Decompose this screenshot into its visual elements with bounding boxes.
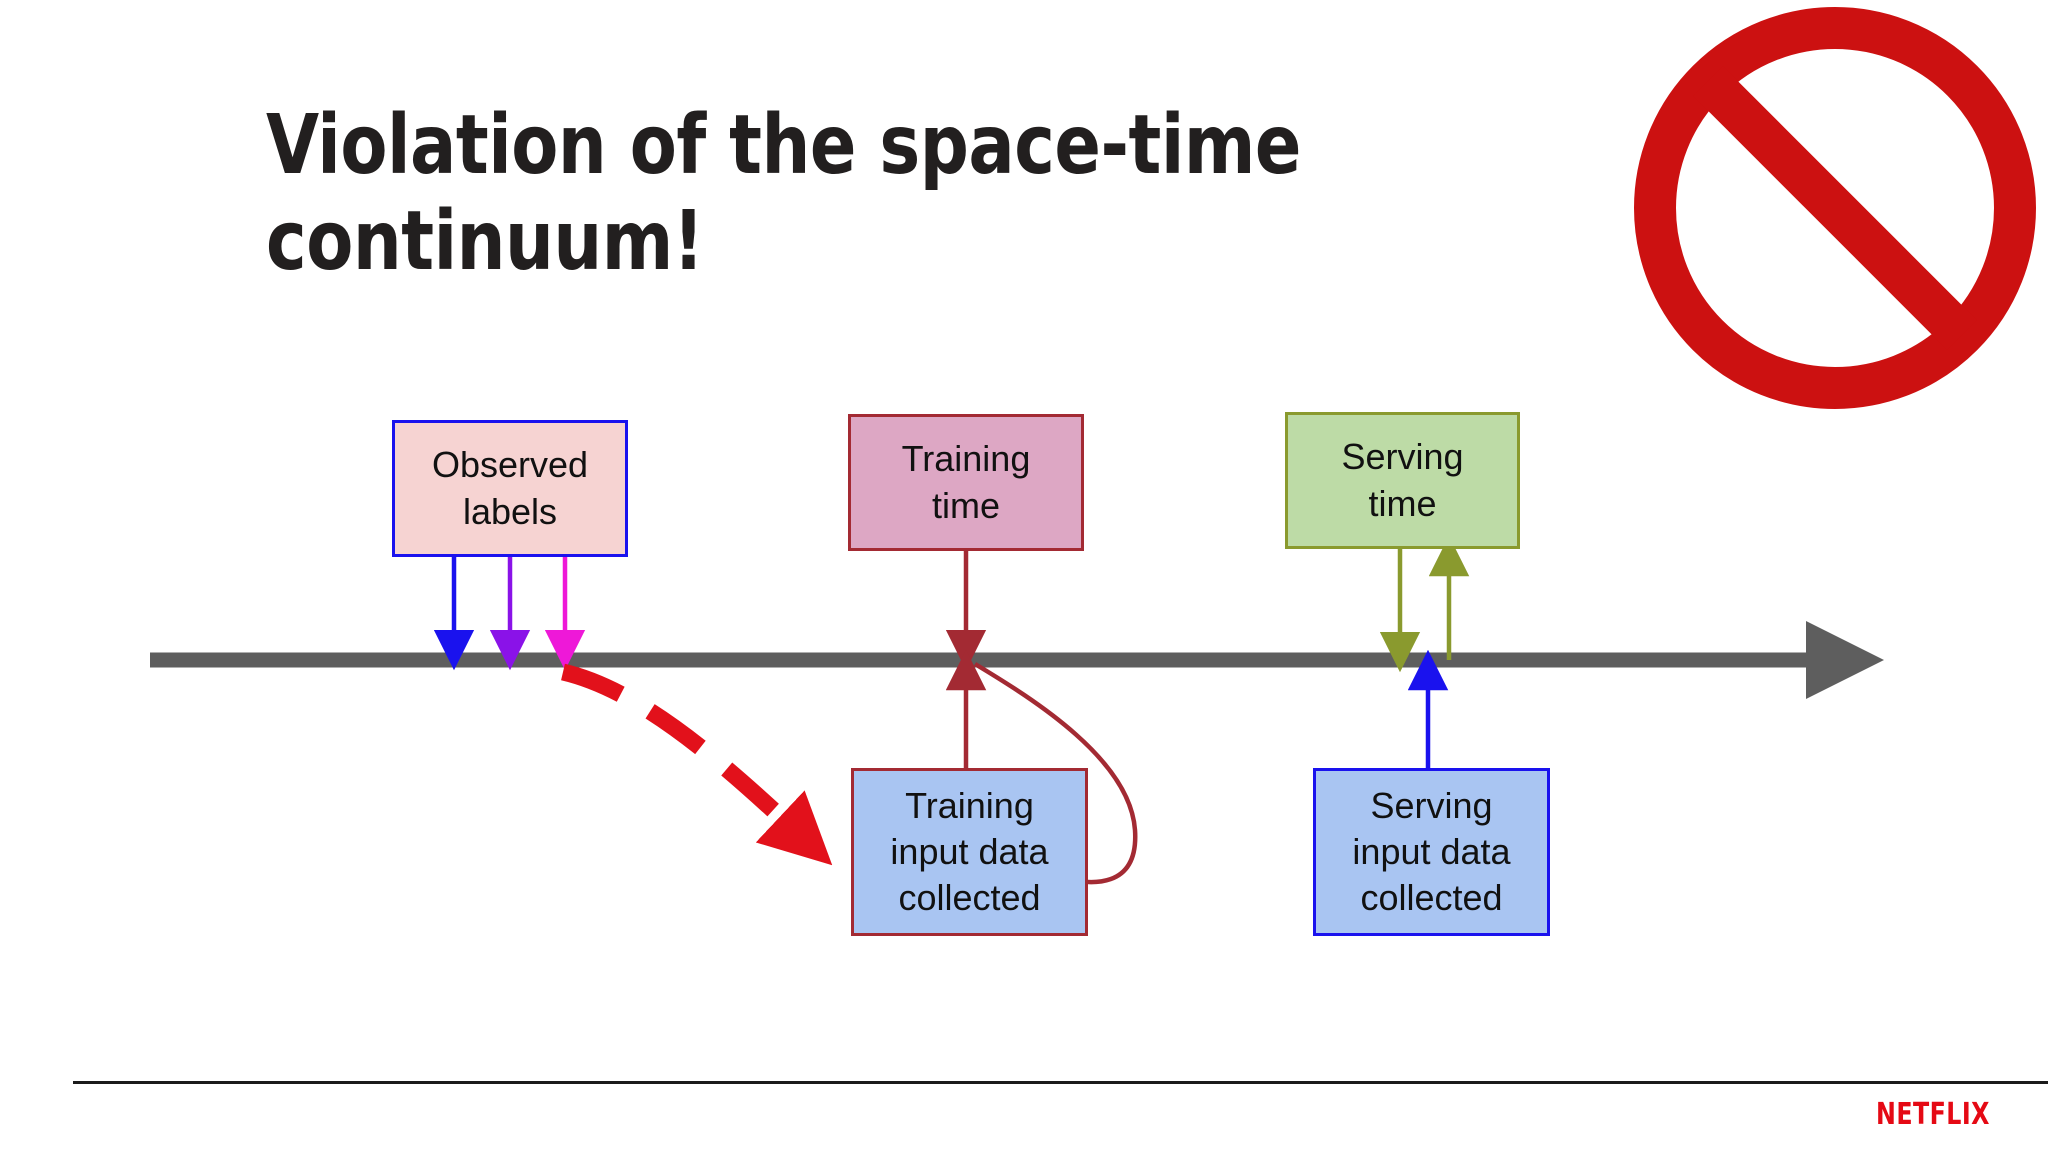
footer-divider [73, 1081, 2048, 1084]
node-serving-time[interactable]: Serving time [1285, 412, 1520, 549]
prohibition-sign-icon [1633, 6, 2037, 410]
page-title: Violation of the space-time continuum! [266, 98, 1301, 289]
node-training-input-data-collected[interactable]: Training input data collected [851, 768, 1088, 936]
node-training-input-data-collected-label: Training input data collected [890, 784, 1049, 919]
node-observed-labels-label: Observed labels [431, 444, 589, 532]
node-training-time[interactable]: Training time [848, 414, 1084, 551]
netflix-logo: NETFLIX [1876, 1097, 1990, 1132]
node-serving-input-data-collected[interactable]: Serving input data collected [1313, 768, 1550, 936]
node-observed-labels[interactable]: Observed labels [392, 420, 628, 557]
node-serving-time-label: Serving time [1341, 436, 1464, 524]
node-serving-input-data-collected-label: Serving input data collected [1352, 784, 1511, 919]
observed-label-connectors [433, 557, 586, 671]
node-training-time-label: Training time [901, 438, 1031, 526]
serving-time-connectors [1379, 535, 1470, 673]
violation-arrow [561, 663, 833, 866]
